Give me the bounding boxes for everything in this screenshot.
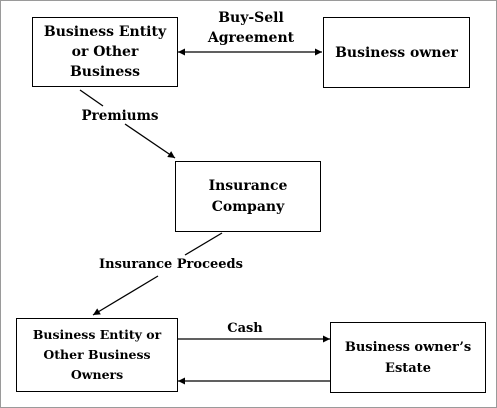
insurance-company-text: Insurance Company — [208, 177, 288, 215]
owner-estate-text: Business owner’s Estate — [344, 339, 472, 376]
business-entity-top-text: Business Entity or Other Business — [43, 24, 167, 80]
business-entity-bottom-box: Business Entity or Other Business Owners — [16, 318, 178, 392]
insurance-company-box: Insurance Company — [175, 161, 321, 232]
cash-label: Cash — [227, 321, 263, 336]
proceeds-arrow — [92, 275, 159, 316]
insurance-proceeds-label: Insurance Proceeds — [99, 257, 243, 272]
business-owner-text: Business owner — [335, 44, 458, 61]
premiums-line-upper — [79, 89, 104, 107]
premiums-label: Premiums — [81, 108, 159, 124]
business-owner-box: Business owner — [323, 17, 470, 88]
owner-estate-box: Business owner’s Estate — [330, 322, 486, 393]
proceeds-line-upper — [184, 232, 223, 256]
business-entity-bottom-text: Business Entity or Other Business Owners — [32, 327, 162, 382]
premiums-arrow — [124, 123, 176, 159]
business-entity-top-box: Business Entity or Other Business — [32, 17, 178, 87]
buy-sell-label: Buy-Sell Agreement — [207, 10, 295, 46]
